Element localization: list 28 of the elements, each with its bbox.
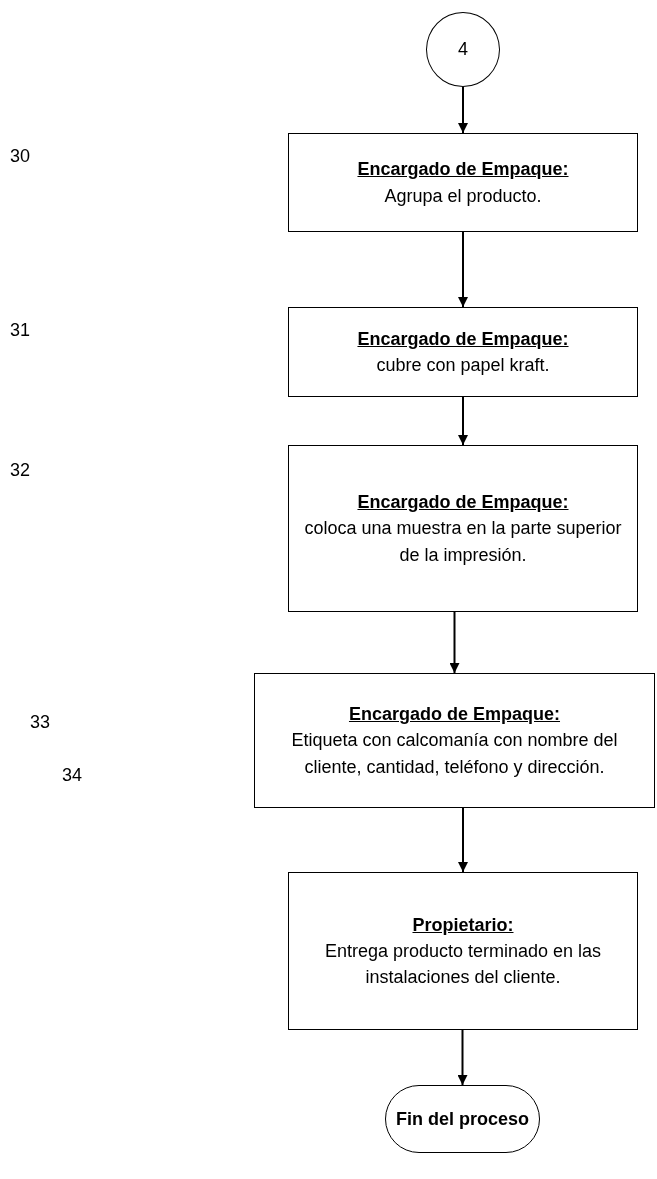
role-heading: Encargado de Empaque: <box>357 158 569 182</box>
step-number: 33 <box>30 712 51 733</box>
process-box <box>288 133 638 232</box>
role-heading: Encargado de Empaque: <box>348 703 560 727</box>
arrow <box>458 396 468 446</box>
role-heading: Encargado de Empaque: <box>357 327 569 351</box>
step-description: Entrega producto terminado en las instalaciones del cliente. <box>323 939 603 990</box>
terminal-label: Fin del proceso <box>396 1107 529 1131</box>
step-description: coloca una muestra en la parte superior de la impresión. <box>303 517 623 567</box>
connector-label: 4 <box>458 38 468 62</box>
arrow <box>449 611 460 674</box>
arrow <box>458 807 468 873</box>
step-number: 31 <box>10 320 31 341</box>
step-number: 30 <box>10 146 31 167</box>
arrow <box>457 1029 468 1086</box>
step-number: 32 <box>10 460 31 481</box>
arrow <box>458 86 468 134</box>
role-heading: Propietario: <box>412 913 514 937</box>
role-heading: Encargado de Empaque: <box>357 491 569 515</box>
step-description: Etiqueta con calcomanía con nombre del cliente, cantidad, teléfono y dirección. <box>290 729 619 779</box>
step-description: cubre con papel kraft. <box>376 354 550 377</box>
step-description: Agrupa el producto. <box>384 184 542 208</box>
step-number: 34 <box>62 765 83 786</box>
process-box <box>288 307 638 397</box>
process-box <box>288 445 638 612</box>
process-box <box>254 673 655 808</box>
arrow <box>458 231 468 308</box>
process-box <box>288 872 638 1030</box>
